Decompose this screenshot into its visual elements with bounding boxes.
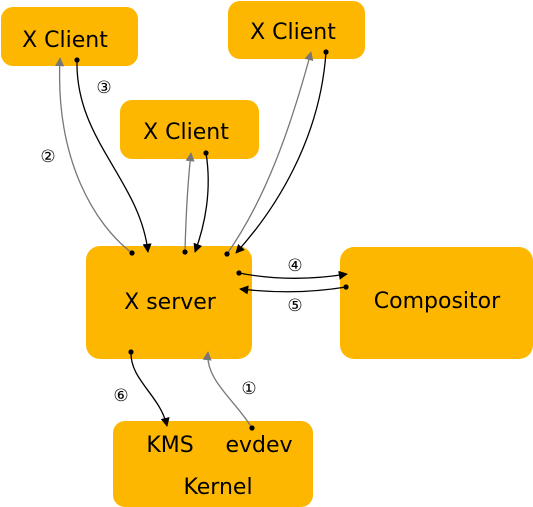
- step-1-label: ①: [241, 379, 256, 399]
- evdev-label: evdev: [225, 433, 292, 458]
- compositor-label: Compositor: [374, 289, 501, 314]
- arrow-middle-down-origin-dot: [203, 150, 209, 156]
- client-top-left-rect: [1, 7, 138, 66]
- client-top-left-label: X Client: [22, 28, 108, 53]
- box-kernel: KMS evdev Kernel: [113, 421, 313, 507]
- arrow-xserver-to-client-middle: [184, 152, 195, 253]
- arrow-evdev-origin-dot: [249, 425, 255, 431]
- arrow-middle-up-origin-dot: [182, 249, 188, 255]
- box-x-server: X server: [86, 246, 252, 359]
- arrow-client-top-right-to-xserver: [235, 51, 327, 254]
- client-top-right-rect: [228, 1, 365, 59]
- arrow-3-origin-dot: [74, 57, 80, 63]
- kernel-rect: [113, 421, 313, 507]
- step-2-label: ②: [40, 147, 55, 167]
- kms-label: KMS: [146, 433, 193, 458]
- kernel-label: Kernel: [183, 475, 252, 500]
- step-4-label: ④: [287, 256, 302, 276]
- arrow-6-origin-dot: [128, 349, 134, 355]
- arrow-xserver-to-compositor: [238, 270, 348, 280]
- box-client-middle: X Client: [120, 100, 259, 159]
- box-client-top-left: X Client: [1, 7, 138, 66]
- arrow-compositor-to-xserver: [239, 285, 347, 295]
- arrow-4-origin-dot: [236, 270, 242, 276]
- arrow-client-middle-to-xserver: [193, 152, 209, 253]
- arrow-2-origin-dot: [129, 250, 135, 256]
- arrow-client-top-left-to-xserver: [76, 59, 152, 253]
- client-top-right-label: X Client: [250, 20, 336, 45]
- box-client-top-right: X Client: [228, 1, 365, 59]
- arrow-5-origin-dot: [343, 284, 349, 290]
- arrow-top-right-down-origin-dot: [323, 49, 329, 55]
- x-server-rect: [86, 246, 252, 359]
- client-middle-rect: [120, 100, 259, 159]
- arrow-xserver-to-client-top-right: [226, 51, 314, 255]
- step-5-label: ⑤: [287, 296, 302, 316]
- step-6-label: ⑥: [113, 386, 128, 406]
- arrow-evdev-to-xserver: [202, 351, 253, 429]
- arrow-xserver-to-kms: [130, 351, 170, 427]
- client-middle-label: X Client: [143, 120, 229, 145]
- arrow-top-right-up-origin-dot: [224, 251, 230, 257]
- x-server-label: X server: [124, 290, 217, 315]
- arrow-xserver-to-client-top-left: [55, 57, 133, 254]
- compositor-rect: [340, 247, 533, 359]
- box-compositor: Compositor: [340, 247, 533, 359]
- step-3-label: ③: [96, 78, 111, 98]
